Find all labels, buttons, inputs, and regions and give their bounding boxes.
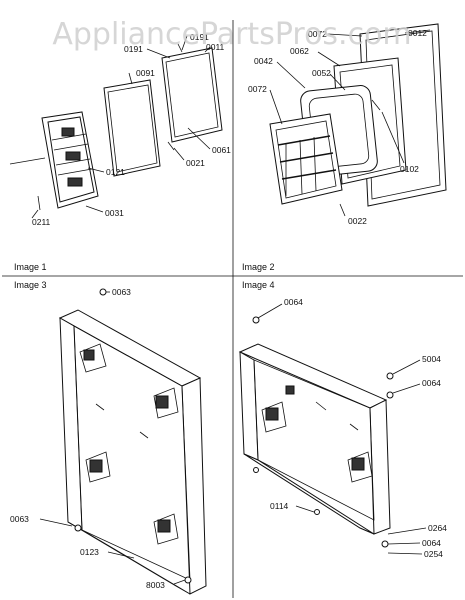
- part-label: 0063: [10, 514, 29, 524]
- screw-part: [252, 316, 260, 324]
- part-label: 0091: [136, 68, 155, 78]
- part-label: 0064: [284, 297, 303, 307]
- screw-part: [99, 288, 107, 296]
- screw-part: [386, 372, 394, 380]
- part-label: 0064: [422, 378, 441, 388]
- part-label: 0123: [80, 547, 99, 557]
- part-label: 0254: [424, 549, 443, 559]
- part-label: 8003: [146, 580, 165, 590]
- screw-part: [314, 509, 320, 515]
- screw-part: [386, 391, 394, 399]
- part-label: 0022: [348, 216, 367, 226]
- liner-frame-part: [238, 316, 394, 548]
- part-label: 0191: [124, 44, 143, 54]
- screw-part: [74, 524, 82, 532]
- part-label: 0121: [106, 167, 125, 177]
- shelf-assembly-part: [269, 113, 343, 205]
- image-caption: Image 3: [14, 280, 47, 290]
- part-label: 0211: [32, 217, 51, 227]
- door-liner-part: [9, 111, 99, 211]
- image-caption: Image 1: [14, 262, 47, 272]
- image-caption: Image 4: [242, 280, 275, 290]
- part-label: 0063: [112, 287, 131, 297]
- part-label: 0062: [290, 46, 309, 56]
- part-label: 0264: [428, 523, 447, 533]
- image-caption: Image 2: [242, 262, 275, 272]
- part-label: 0064: [422, 538, 441, 548]
- liner-frame-part: [58, 288, 207, 595]
- panel-image-3: Image 3 0063: [10, 280, 207, 595]
- watermark-text: AppliancePartsPros.com: [52, 17, 411, 52]
- part-label: 0042: [254, 56, 273, 66]
- panel-image-1: 0191 0191 0011 0091 0061 0021 0121 0031 …: [9, 32, 231, 272]
- part-label: 5004: [422, 354, 441, 364]
- door-frame-part: [161, 47, 223, 143]
- part-label: 0052: [312, 68, 331, 78]
- part-label: 0114: [270, 501, 289, 511]
- part-label: 0061: [212, 145, 231, 155]
- part-label: 0072: [248, 84, 267, 94]
- screw-part: [184, 576, 192, 584]
- part-label: 0021: [186, 158, 205, 168]
- part-label: 0072: [308, 29, 327, 39]
- screw-part: [381, 540, 389, 548]
- part-label: 0102: [400, 164, 419, 174]
- part-label: 0011: [206, 42, 225, 52]
- panel-image-4: Image 4: [238, 280, 447, 559]
- part-label: 0191: [190, 32, 209, 42]
- screw-part: [253, 467, 259, 473]
- door-panel-part: [103, 79, 161, 177]
- part-label: 0031: [105, 208, 124, 218]
- part-label: 0012: [408, 28, 427, 38]
- panel-image-2: 0072 0012 0062 0042 0052 0072 0102 0022 …: [242, 23, 447, 272]
